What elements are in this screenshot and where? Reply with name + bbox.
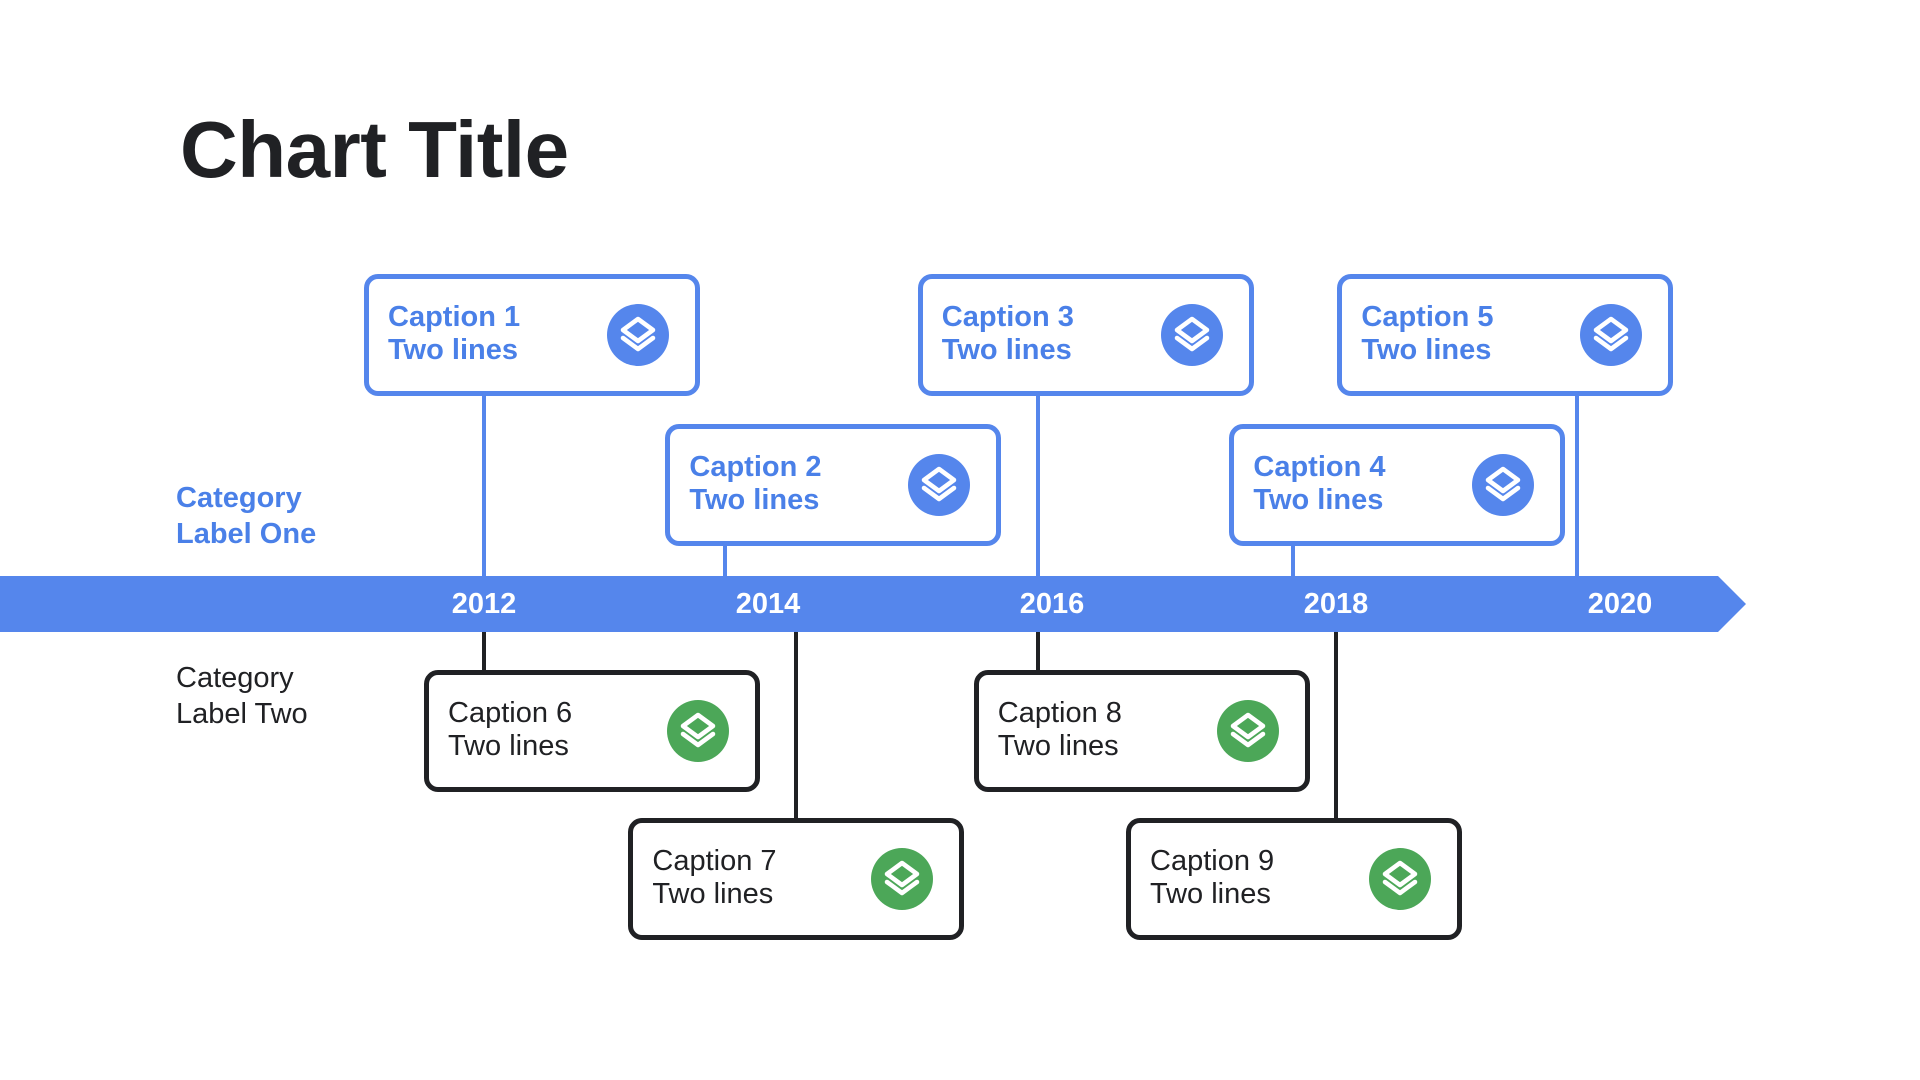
connector-line	[482, 392, 486, 576]
connector-line	[1575, 392, 1580, 576]
layers-icon	[1472, 454, 1535, 516]
layers-icon	[908, 454, 971, 516]
caption-line-2: Two lines	[941, 334, 1072, 366]
caption-line-2: Two lines	[997, 730, 1119, 762]
caption-line-2: Two lines	[1253, 484, 1384, 516]
caption-line-1: Caption 5	[1361, 301, 1494, 333]
connector-line	[794, 632, 799, 822]
connector-line	[1035, 392, 1040, 576]
caption-line-1: Caption 7	[652, 845, 777, 877]
timeline-arrowhead	[1718, 576, 1746, 632]
caption-line-2: Two lines	[388, 334, 518, 366]
year-label-2012: 2012	[451, 588, 517, 620]
layers-icon	[1369, 848, 1431, 910]
layers-icon	[667, 700, 729, 762]
layers-icon	[1160, 304, 1223, 366]
connector-line	[1035, 632, 1040, 674]
layers-icon	[607, 304, 669, 366]
year-label-2016: 2016	[1019, 588, 1085, 620]
caption-line-2: Two lines	[448, 730, 569, 762]
caption-line-1: Caption 1	[388, 301, 521, 333]
connector-line	[1334, 632, 1338, 822]
connector-line	[482, 632, 486, 674]
connector-line	[723, 542, 728, 576]
timeline-axis	[0, 576, 1718, 632]
connector-line	[1291, 542, 1296, 576]
layers-icon	[1580, 304, 1643, 366]
caption-line-1: Caption 3	[941, 301, 1074, 333]
year-label-2014: 2014	[735, 588, 801, 620]
year-label-2018: 2018	[1303, 588, 1369, 620]
caption-line-2: Two lines	[652, 878, 774, 910]
caption-line-1: Caption 9	[1150, 845, 1275, 877]
layers-icon	[871, 848, 934, 910]
caption-line-1: Caption 6	[448, 697, 573, 729]
caption-line-2: Two lines	[1361, 334, 1492, 366]
caption-line-2: Two lines	[689, 484, 820, 516]
caption-line-2: Two lines	[1150, 878, 1271, 910]
category-label-one: Category Label One	[176, 482, 317, 550]
caption-line-1: Caption 2	[689, 451, 822, 483]
category-label-two: Category Label Two	[176, 662, 308, 730]
chart-title: Chart Title	[180, 105, 569, 194]
layers-icon	[1216, 700, 1279, 762]
year-label-2020: 2020	[1587, 588, 1653, 620]
caption-line-1: Caption 8	[997, 697, 1122, 729]
caption-line-1: Caption 4	[1253, 451, 1386, 483]
